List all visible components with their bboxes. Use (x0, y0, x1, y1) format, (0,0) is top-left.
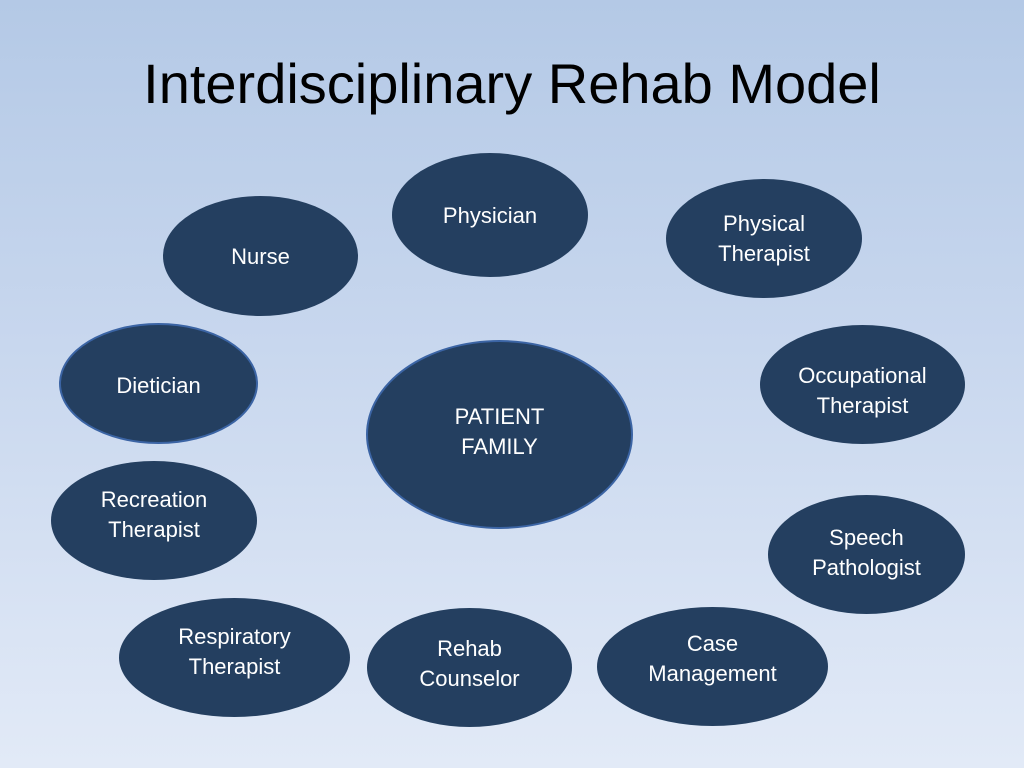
node-recreation-therapist-label: Recreation Therapist (100, 487, 208, 542)
node-physician-label: Physician (442, 203, 538, 228)
node-respiratory-therapist: Respiratory Therapist (119, 598, 350, 717)
node-occupational-therapist: Occupational Therapist (760, 325, 965, 444)
node-case-management-label: Case Management (648, 631, 777, 686)
node-respiratory-therapist-label: Respiratory Therapist (178, 624, 291, 679)
node-recreation-therapist: Recreation Therapist (51, 461, 257, 580)
node-rehab-counselor-label: Rehab Counselor (419, 636, 520, 691)
center-patient-family-label: PATIENT FAMILY (454, 404, 545, 459)
node-physician: Physician (392, 153, 588, 277)
node-physical-therapist-label: Physical Therapist (718, 211, 810, 266)
node-dietician-label: Dietician (116, 373, 201, 398)
node-nurse-label: Nurse (231, 244, 290, 269)
node-speech-pathologist-label: Speech Pathologist (812, 525, 921, 580)
node-case-management: Case Management (597, 607, 828, 726)
node-rehab-counselor: Rehab Counselor (367, 608, 572, 727)
center-patient-family: PATIENT FAMILY (366, 340, 633, 529)
node-dietician: Dietician (59, 323, 258, 444)
node-nurse: Nurse (163, 196, 358, 316)
node-occupational-therapist-label: Occupational Therapist (798, 363, 927, 418)
node-speech-pathologist: Speech Pathologist (768, 495, 965, 614)
node-physical-therapist: Physical Therapist (666, 179, 862, 298)
slide-title: Interdisciplinary Rehab Model (143, 52, 881, 115)
